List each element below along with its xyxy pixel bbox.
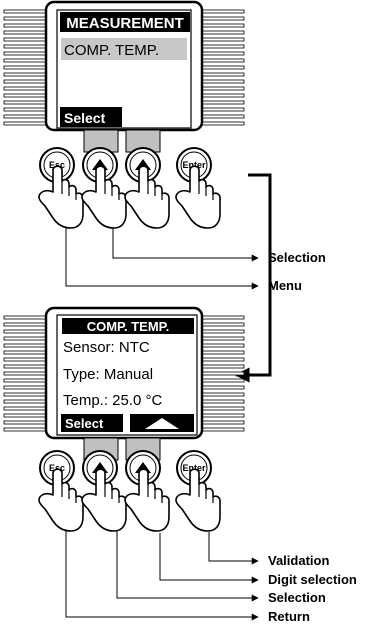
grip-rib xyxy=(4,115,46,118)
grip-rib xyxy=(4,428,46,431)
top-softkey: Select xyxy=(64,110,106,126)
grip-rib xyxy=(4,94,46,97)
grip-rib xyxy=(4,52,46,55)
grip-rib xyxy=(202,94,244,97)
grip-rib xyxy=(202,31,244,34)
grip-rib xyxy=(202,323,244,326)
top-menu-label: Menu xyxy=(268,278,302,293)
grip-rib xyxy=(4,323,46,326)
grip-rib xyxy=(4,344,46,347)
top-device: MEASUREMENT COMP. TEMP. Select xyxy=(4,2,244,130)
top-menu-leader xyxy=(66,228,258,286)
grip-rib xyxy=(202,115,244,118)
top-item: COMP. TEMP. xyxy=(64,42,159,59)
grip-rib xyxy=(202,365,244,368)
grip-rib xyxy=(202,330,244,333)
grip-rib xyxy=(4,316,46,319)
grip-rib xyxy=(202,379,244,382)
grip-rib xyxy=(4,17,46,20)
grip-rib xyxy=(4,351,46,354)
grip-rib xyxy=(202,45,244,48)
grip-rib xyxy=(4,31,46,34)
grip-rib xyxy=(4,80,46,83)
grip-rib xyxy=(4,337,46,340)
grip-rib xyxy=(202,421,244,424)
grip-rib xyxy=(4,66,46,69)
bottom-softkey: Select xyxy=(65,416,104,431)
return-label: Return xyxy=(268,609,310,624)
grip-rib xyxy=(4,400,46,403)
grip-rib xyxy=(4,73,46,76)
grip-rib xyxy=(202,351,244,354)
grip-rib xyxy=(4,101,46,104)
grip-rib xyxy=(4,87,46,90)
grip-rib xyxy=(4,379,46,382)
bottom-selection-label: Selection xyxy=(268,590,326,605)
grip-rib xyxy=(202,393,244,396)
grip-rib xyxy=(4,386,46,389)
bottom-line-type: Type: Manual xyxy=(63,366,153,383)
grip-rib xyxy=(202,80,244,83)
grip-rib xyxy=(202,73,244,76)
return-leader xyxy=(66,531,258,617)
bottom-device: COMP. TEMP. Sensor: NTC Type: Manual Tem… xyxy=(4,308,244,438)
grip-rib xyxy=(202,52,244,55)
top-title: MEASUREMENT xyxy=(66,15,184,32)
grip-rib xyxy=(202,87,244,90)
grip-rib xyxy=(202,66,244,69)
grip-rib xyxy=(4,393,46,396)
grip-rib xyxy=(202,316,244,319)
grip-rib xyxy=(202,358,244,361)
grip-rib xyxy=(4,108,46,111)
grip-rib xyxy=(202,10,244,13)
top-selection-label: Selection xyxy=(268,250,326,265)
grip-rib xyxy=(202,38,244,41)
grip-rib xyxy=(4,330,46,333)
grip-rib xyxy=(202,428,244,431)
validation-leader xyxy=(209,532,258,561)
grip-rib xyxy=(4,10,46,13)
bottom-keypad: Esc Enter xyxy=(39,438,220,531)
grip-rib xyxy=(4,59,46,62)
grip-rib xyxy=(202,414,244,417)
grip-rib xyxy=(202,344,244,347)
grip-rib xyxy=(4,45,46,48)
bottom-line-sensor: Sensor: NTC xyxy=(63,339,150,356)
grip-rib xyxy=(202,400,244,403)
grip-rib xyxy=(4,365,46,368)
digit-selection-label: Digit selection xyxy=(268,572,357,587)
top-keypad: Esc Enter xyxy=(39,130,220,228)
grip-rib xyxy=(202,101,244,104)
top-selection-leader xyxy=(113,228,258,258)
grip-rib xyxy=(202,122,244,125)
grip-rib xyxy=(4,421,46,424)
bottom-selection-leader xyxy=(117,531,258,598)
grip-rib xyxy=(4,358,46,361)
validation-label: Validation xyxy=(268,553,329,568)
grip-rib xyxy=(4,24,46,27)
grip-rib xyxy=(202,386,244,389)
grip-rib xyxy=(202,407,244,410)
grip-rib xyxy=(202,59,244,62)
bottom-title: COMP. TEMP. xyxy=(87,319,170,334)
grip-rib xyxy=(4,414,46,417)
grip-rib xyxy=(202,372,244,375)
grip-rib xyxy=(202,337,244,340)
grip-rib xyxy=(4,38,46,41)
grip-rib xyxy=(4,122,46,125)
grip-rib xyxy=(4,372,46,375)
grip-rib xyxy=(202,108,244,111)
grip-rib xyxy=(202,17,244,20)
bottom-line-temp: Temp.: 25.0 °C xyxy=(63,392,163,409)
grip-rib xyxy=(4,407,46,410)
grip-rib xyxy=(202,24,244,27)
